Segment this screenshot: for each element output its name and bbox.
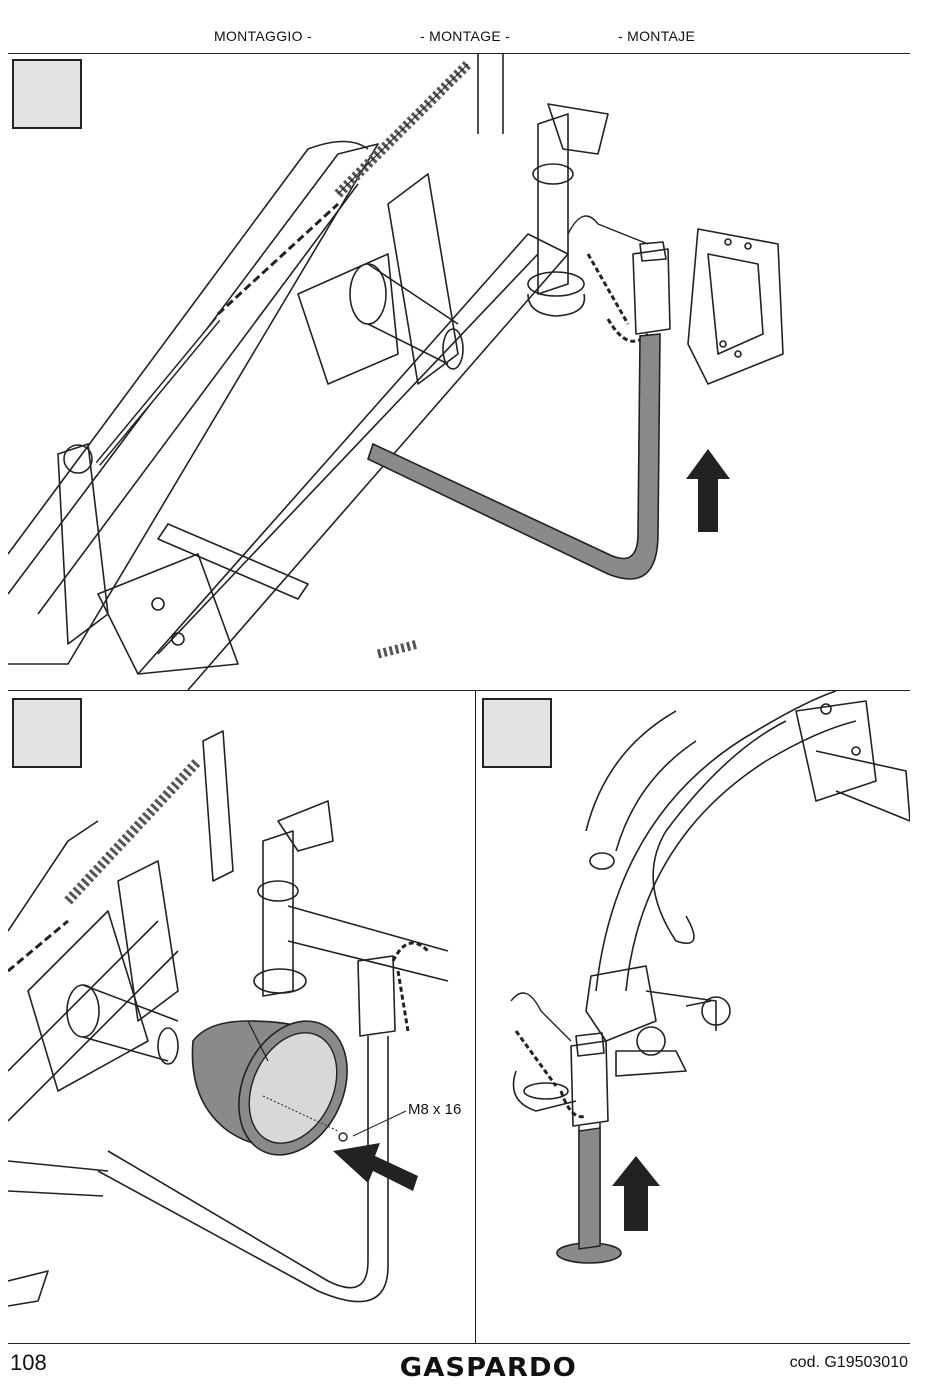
figure-step-3 <box>476 691 910 1343</box>
pto-guard-part <box>192 1003 367 1172</box>
header-title-it: MONTAGGIO - <box>214 28 312 44</box>
figure-step-2 <box>8 691 475 1343</box>
header-title-es: - MONTAJE <box>618 28 695 44</box>
document-code: cod. G19503010 <box>790 1354 908 1372</box>
brand-logo: GASPARDO <box>400 1353 577 1383</box>
footer-rule <box>8 1343 910 1344</box>
bolt-size-label: M8 x 16 <box>408 1101 461 1118</box>
arrow-up-icon <box>612 1156 660 1231</box>
step-box-3 <box>482 698 552 768</box>
header-title-fr: - MONTAGE - <box>420 28 510 44</box>
drawing-guard-mounting <box>8 691 475 1343</box>
arrow-up-icon <box>686 449 730 532</box>
drawing-stand-deploy <box>476 691 910 1343</box>
parking-stand-part <box>368 334 660 579</box>
arrow-left-icon <box>333 1143 418 1191</box>
step-box-2 <box>12 698 82 768</box>
parking-stand-pole <box>579 1128 600 1249</box>
page-number: 108 <box>10 1350 47 1376</box>
step-box-1 <box>12 59 82 129</box>
bolt-icon <box>339 1133 347 1141</box>
figure-step-1 <box>8 54 910 690</box>
drawing-stand-storage <box>8 54 910 690</box>
